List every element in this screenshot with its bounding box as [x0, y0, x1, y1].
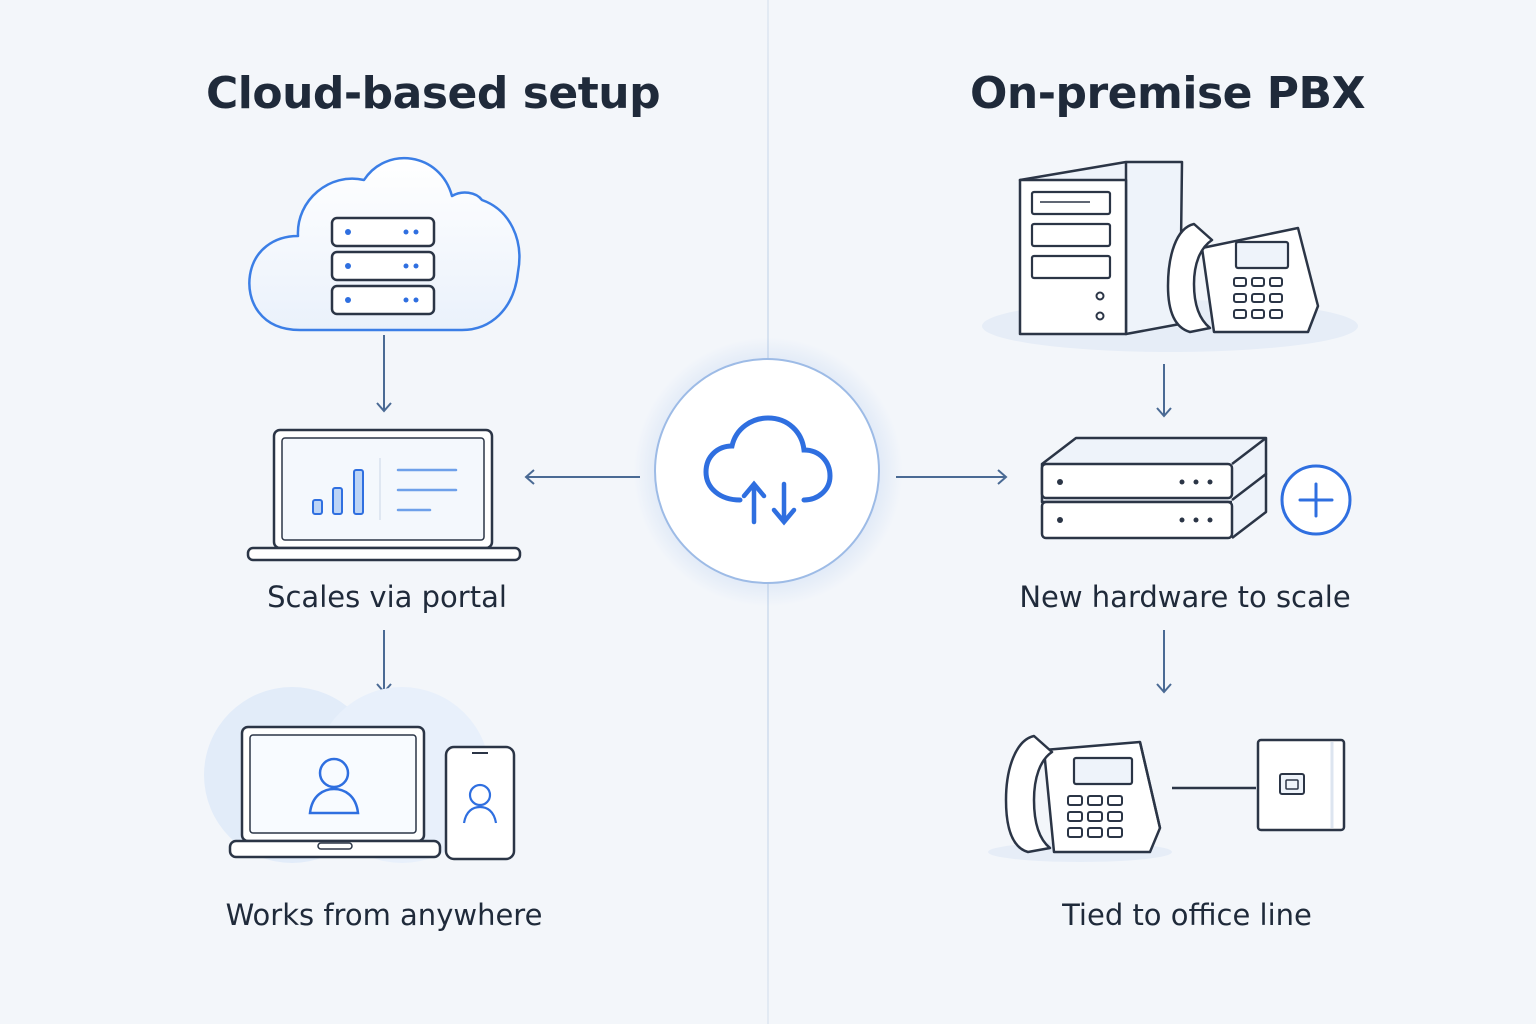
on-premise-heading: On-premise PBX — [970, 68, 1366, 119]
works-from-anywhere-label: Works from anywhere — [225, 898, 543, 932]
arrow-left-icon — [524, 469, 640, 485]
cloud-server-icon — [248, 156, 521, 332]
arrow-down-icon — [376, 630, 392, 694]
rack-server-plus-icon — [1040, 436, 1352, 540]
laptop-dashboard-icon — [246, 428, 522, 562]
desk-phone-wall-jack-icon — [988, 734, 1346, 862]
arrow-down-icon — [1156, 630, 1172, 694]
new-hardware-label: New hardware to scale — [1019, 580, 1351, 614]
cloud-setup-heading: Cloud-based setup — [206, 68, 661, 119]
tied-to-office-line-label: Tied to office line — [1062, 898, 1312, 932]
arrow-down-icon — [376, 335, 392, 413]
arrow-right-icon — [896, 469, 1008, 485]
cloud-sync-hub — [654, 358, 880, 584]
tower-server-desk-phone-icon — [982, 160, 1358, 352]
arrow-down-icon — [1156, 364, 1172, 418]
laptop-phone-user-icon — [204, 687, 516, 863]
scales-via-portal-label: Scales via portal — [267, 580, 507, 614]
cloud-sync-icon — [703, 415, 833, 526]
